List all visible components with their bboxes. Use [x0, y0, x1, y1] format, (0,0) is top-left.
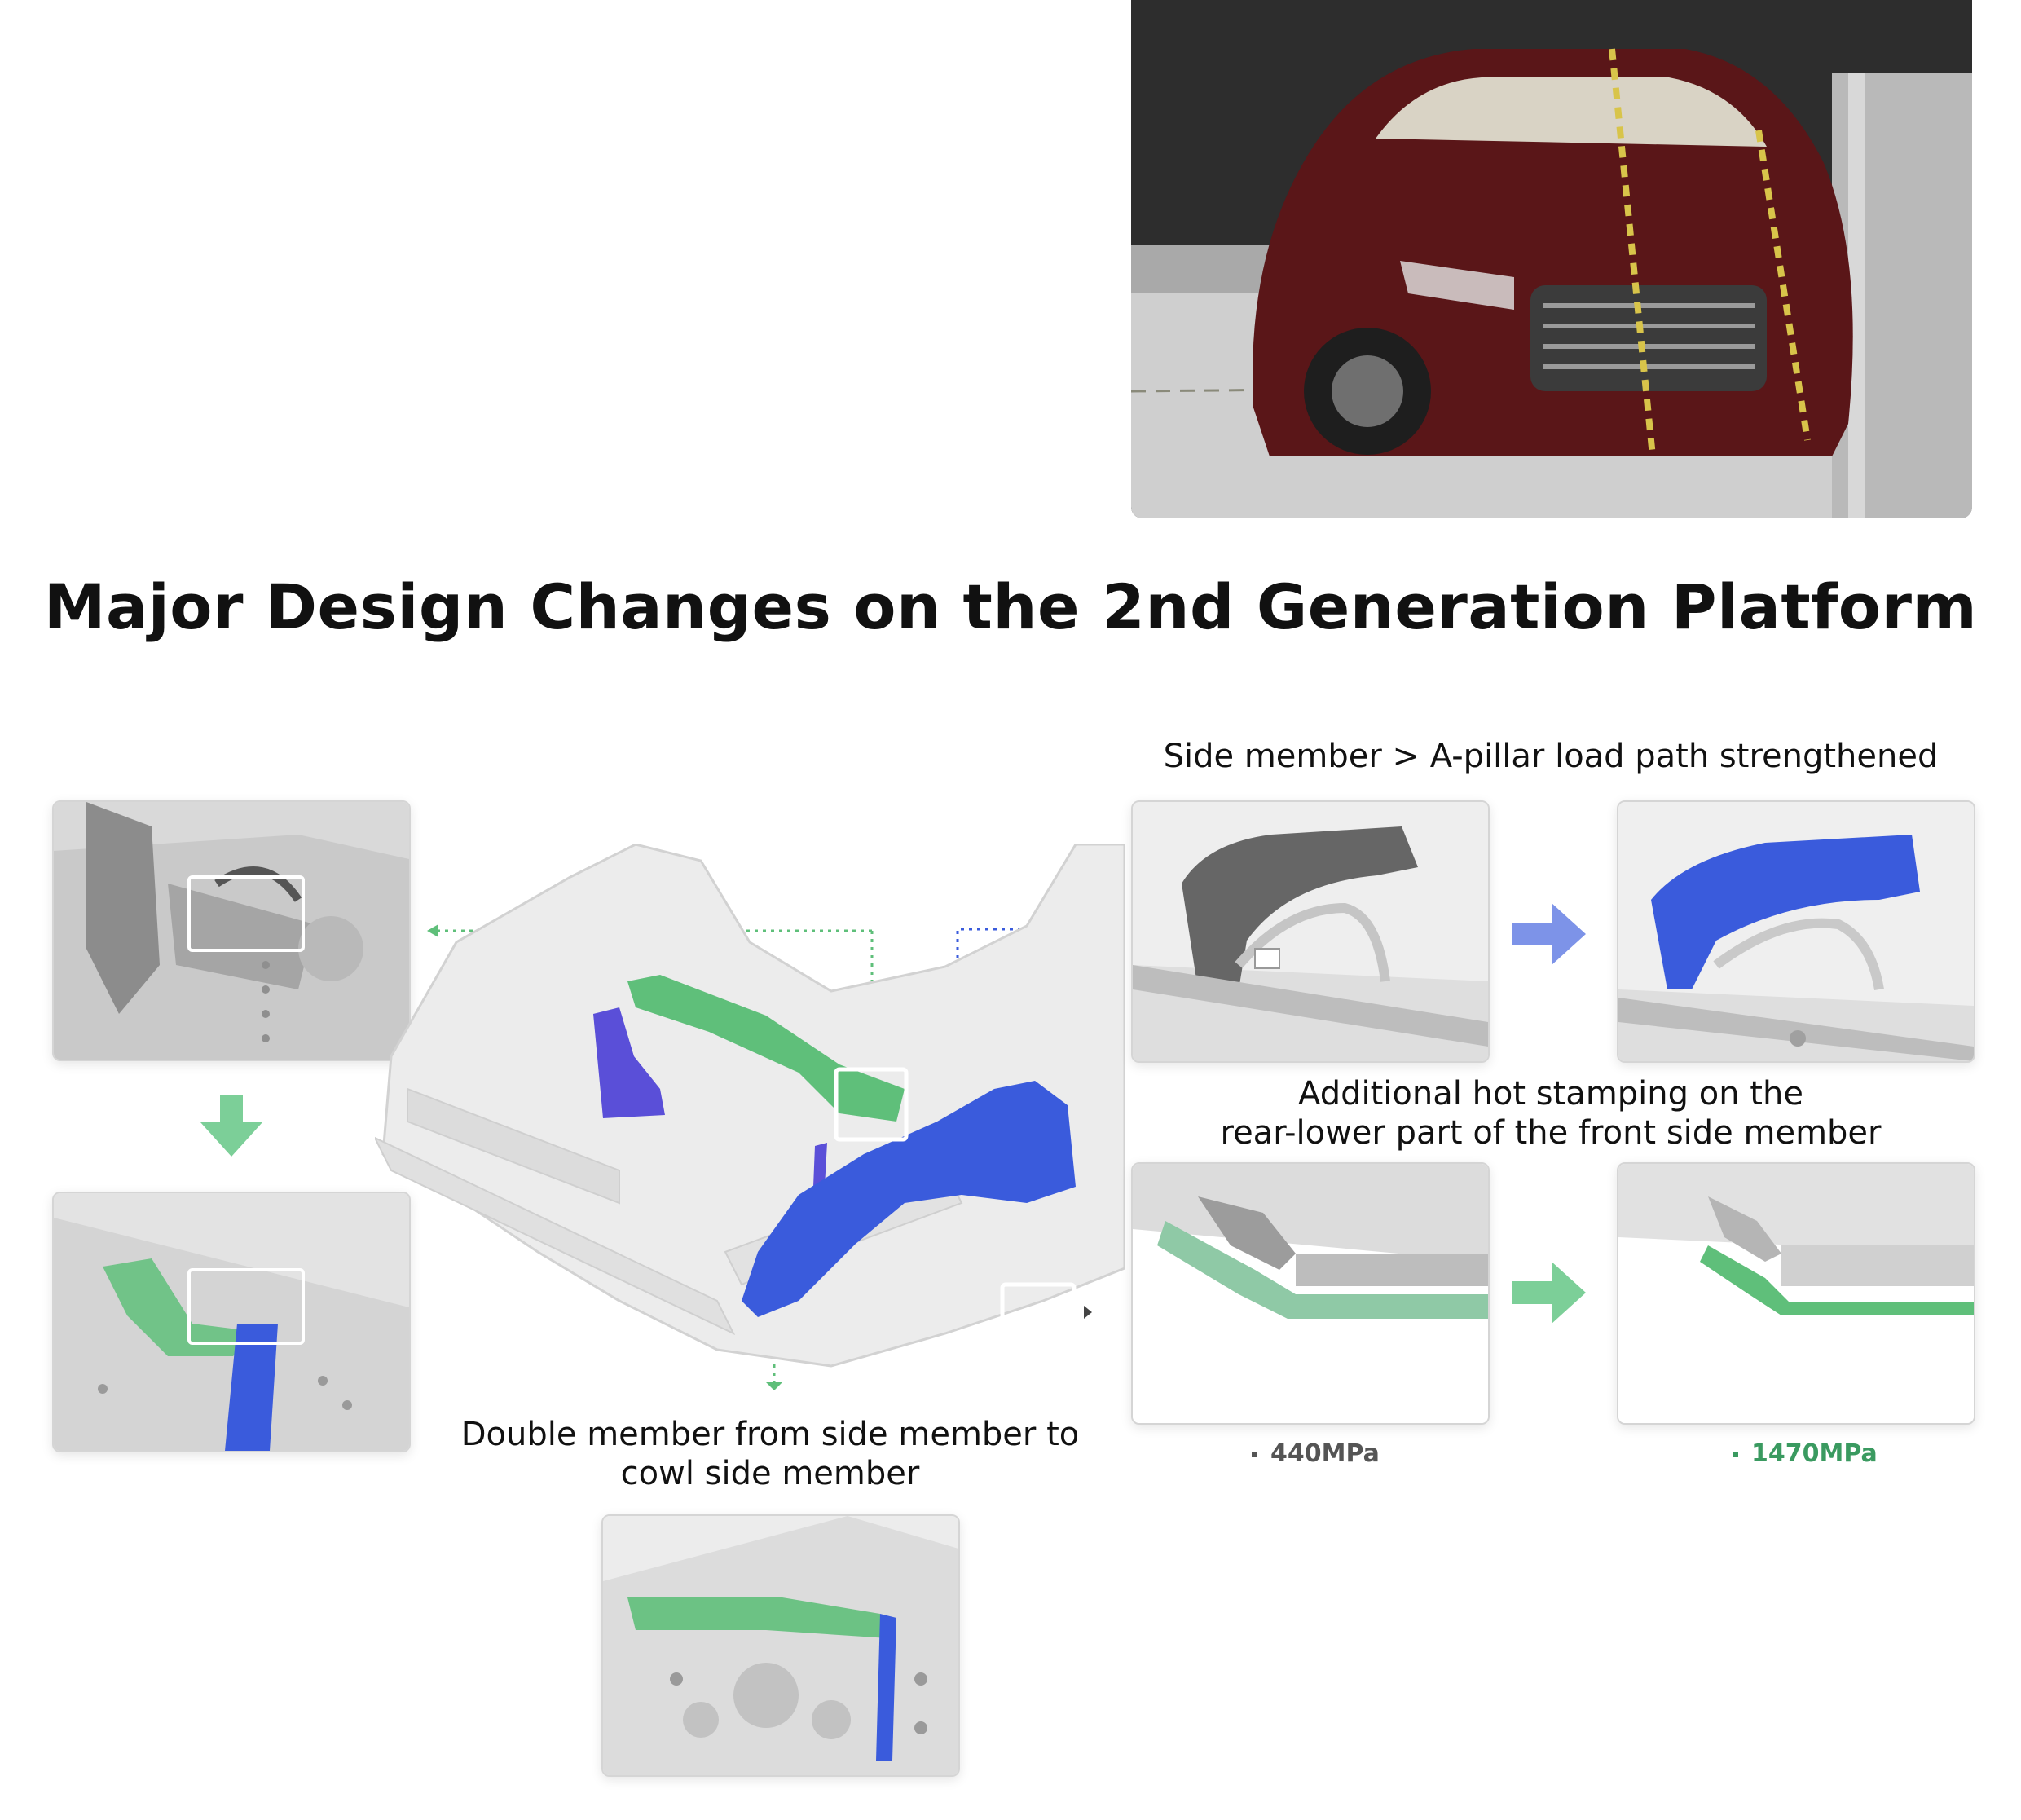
double-member-panel	[601, 1514, 960, 1777]
hot-stamping-before-panel	[1131, 1162, 1490, 1425]
blue-right-arrow-icon	[1512, 903, 1586, 965]
caption-double-member: Double member from side member to cowl s…	[424, 1415, 1116, 1493]
bullet-icon	[1252, 1452, 1257, 1457]
hot-stamping-after-panel	[1617, 1162, 1975, 1425]
strength-after-label: 1470MPa	[1733, 1439, 1878, 1468]
caption-double-member-line1: Double member from side member to	[460, 1416, 1080, 1453]
strength-before-label: 440MPa	[1252, 1439, 1380, 1468]
caption-hot-stamping: Additional hot stamping on the rear-lowe…	[1131, 1074, 1970, 1152]
caption-hot-stamping-line1: Additional hot stamping on the	[1298, 1075, 1803, 1113]
crash-test-photo	[1131, 0, 1972, 518]
caption-load-path: Side member > A-pillar load path strengt…	[1163, 738, 1939, 775]
load-path-after-panel	[1617, 800, 1975, 1063]
strength-before-value: 440MPa	[1270, 1439, 1380, 1468]
load-path-before-panel	[1131, 800, 1490, 1063]
cowl-before-panel	[52, 800, 411, 1061]
bullet-icon	[1733, 1452, 1738, 1457]
cowl-after-panel	[52, 1192, 411, 1452]
caption-hot-stamping-line2: rear-lower part of the front side member	[1220, 1114, 1882, 1152]
green-down-arrow-icon	[200, 1095, 262, 1157]
strength-after-value: 1470MPa	[1751, 1439, 1878, 1468]
caption-double-member-line2: cowl side member	[620, 1455, 920, 1492]
green-right-arrow-icon	[1512, 1262, 1586, 1324]
body-structure-illustration	[375, 844, 1125, 1399]
page-title: Major Design Changes on the 2nd Generati…	[43, 571, 1978, 643]
